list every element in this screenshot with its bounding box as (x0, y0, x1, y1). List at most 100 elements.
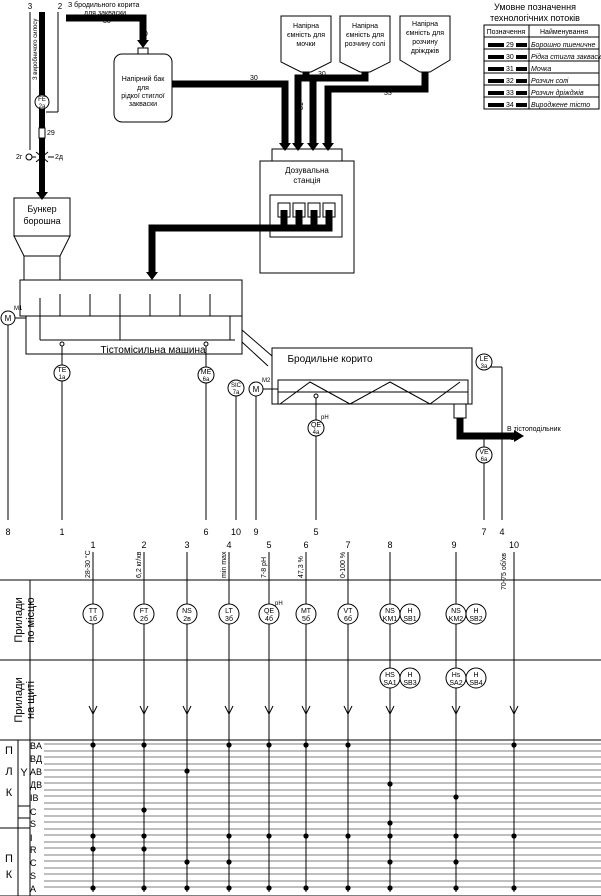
junction-dot (266, 742, 272, 748)
ph-element (307, 419, 325, 437)
junction-dot (226, 742, 232, 748)
field-instrument-bottom: 5б (302, 615, 310, 623)
column-number: 1 (90, 540, 95, 550)
stream-label: 30 (318, 71, 326, 78)
signal-arrow (451, 705, 461, 716)
legend-col2-header: Найменування (540, 28, 588, 36)
yeast-tank-label: ємність для (406, 29, 444, 37)
starter-tank (113, 53, 173, 123)
to-divider-label: В тістоподільник (507, 425, 562, 433)
water-tank-label: ємність для (287, 31, 325, 39)
junction-dot (387, 833, 393, 839)
valve-actuator-icon (25, 153, 33, 161)
signal-arrow (385, 705, 395, 716)
valve-label: 2д (55, 154, 63, 161)
stream-label: 32 (311, 116, 318, 124)
field-instrument-top: FT (140, 608, 149, 615)
motor-label: M (5, 314, 12, 323)
signal-arrow (88, 705, 98, 716)
field-instrument-bottom: 2в (183, 616, 191, 623)
stream-label: 34 (510, 433, 519, 442)
field-instrument (82, 603, 104, 625)
panel-instrument-bottom: SA1 (383, 680, 396, 687)
instrument-tag-top: FE (38, 97, 46, 103)
line-number: 6 (203, 527, 208, 537)
panel-instrument-top: H (473, 672, 478, 679)
dosing-station-label: Дозувальна (285, 166, 329, 175)
legend-name: Розчин дріжджів (531, 89, 584, 97)
panel-instrument-bottom: SB3 (403, 680, 416, 687)
column-number: 7 (345, 540, 350, 550)
junction-dot (226, 885, 232, 891)
line-number: 9 (253, 527, 258, 537)
junction-dot (303, 742, 309, 748)
dosing-station: Дозувальна станція (146, 148, 355, 280)
starter-feed: З бродильного корита для закваски 30 30 … (66, 1, 289, 145)
field-instrument-bottom: KM1 (383, 616, 398, 623)
stream-label: 32 (325, 75, 333, 82)
water-tank (280, 15, 332, 73)
flour-bunker-label: Бункер (27, 204, 56, 214)
field-instrument-bottom: SB2 (469, 616, 482, 623)
moisture-element (197, 366, 215, 384)
plc-row-label: IB (30, 793, 39, 803)
instrument-tag-top: QE (311, 422, 321, 429)
starter-tank-label: закваски (129, 101, 157, 108)
starter-tank-label: рідкої стиглої (121, 92, 165, 100)
column-number: 8 (387, 540, 392, 550)
field-instrument-top: LT (225, 608, 233, 615)
field-instrument-bottom: KM2 (449, 616, 464, 623)
starter-tank-label: Напірний бак (122, 75, 166, 83)
column-range: 47,3 % (298, 556, 305, 578)
column-range: 7-8 pH (261, 557, 268, 578)
motor-label: M2 (262, 378, 271, 384)
stream-label: 30 (250, 75, 258, 82)
plc-y-label: Y (20, 767, 28, 779)
plc-row-label: BД (30, 754, 42, 764)
fermentation-trough-label: Бродильне корито (287, 354, 372, 365)
row-panel-label: на щиті (25, 681, 37, 719)
junction-dot (387, 820, 393, 826)
stream-label: 31 (296, 116, 303, 124)
level-element (475, 353, 493, 371)
stream-label: 33 (326, 116, 333, 124)
legend-row: 34 Вироджене тісто (488, 101, 590, 109)
junction-dot (453, 859, 459, 865)
from-trough-label: З бродильного корита (68, 1, 140, 9)
line-numbers: 8 1 6 10 9 5 7 4 (5, 527, 504, 537)
line-number: 5 (313, 527, 318, 537)
kneading-machine: Тістомісильна машина M M1 (0, 279, 273, 367)
junction-dot (387, 859, 393, 865)
legend: Умовне позначення технологічних потоків … (483, 2, 601, 110)
column-range: 28-30 °C (84, 550, 92, 578)
column-number: 2 (141, 540, 146, 550)
column-number: 10 (509, 540, 519, 550)
junction-dot (90, 833, 96, 839)
from-silo-label: З виробничого силосу (33, 19, 39, 80)
legend-code: 32 (506, 78, 514, 85)
junction-dot (266, 833, 272, 839)
junction-dot (511, 742, 517, 748)
panel-instrument-bottom: SB4 (469, 680, 482, 687)
pk-row-label: S (30, 871, 36, 881)
junction-dot (511, 833, 517, 839)
signal-arrow (139, 705, 149, 716)
stream-label: 31 (298, 102, 305, 110)
panel-instrument (465, 667, 487, 689)
viscosity-element (475, 446, 493, 464)
flour-bunker: Бункер борошна (13, 197, 71, 280)
panel-instrument-top: Hs (452, 672, 461, 679)
signal-arrow (182, 705, 192, 716)
column-number: 6 (303, 540, 308, 550)
pk-letter: К (6, 869, 13, 881)
junction-dot (90, 885, 96, 891)
junction-dot (141, 833, 147, 839)
legend-code: 31 (506, 66, 514, 73)
panel-instrument-top: H (407, 672, 412, 679)
field-instrument-top: H (473, 608, 478, 615)
legend-row: 29 Борошно пшеничне (488, 42, 596, 49)
legend-code: 29 (506, 42, 514, 49)
silo-feed: 3 2 З виробничого силосу FE 2a 29 2г 2д (16, 2, 63, 200)
stream-label: 33 (384, 90, 392, 97)
